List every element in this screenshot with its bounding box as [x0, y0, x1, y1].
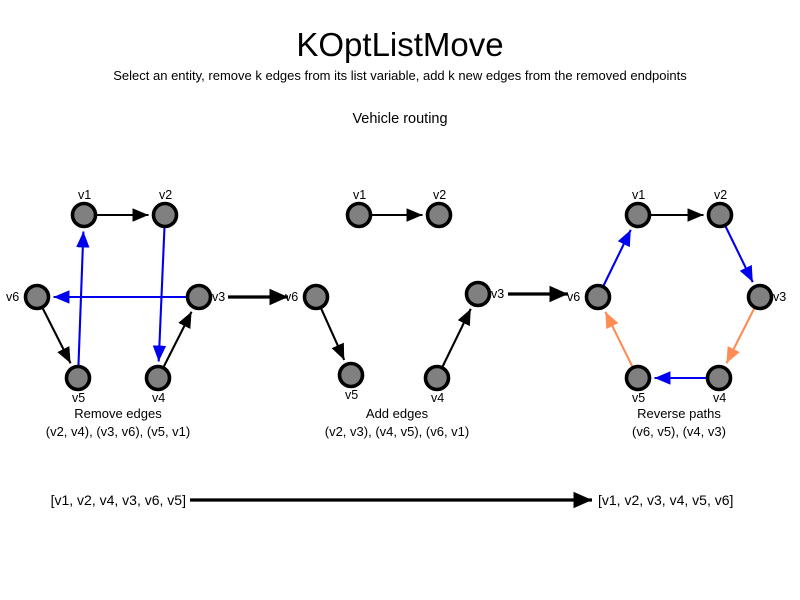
graph-node[interactable]	[464, 280, 492, 308]
edges-layer	[41, 208, 756, 385]
graph-node[interactable]	[423, 364, 451, 392]
graph-node[interactable]	[706, 201, 734, 229]
panel-arrows-layer	[228, 285, 568, 306]
captions-layer: Remove edges (v2, v4), (v3, v6), (v5, v1)…	[46, 406, 726, 439]
graph-node-label: v3	[491, 287, 504, 301]
graph-edge	[76, 231, 90, 366]
graph-node[interactable]	[185, 283, 213, 311]
graph-edge	[320, 307, 346, 361]
page-title: KOptListMove	[296, 26, 504, 63]
graph-node[interactable]	[345, 201, 373, 229]
graph-node-label: v3	[773, 290, 786, 304]
graph-node-label: v1	[632, 188, 645, 202]
graph-node[interactable]	[337, 361, 365, 389]
graph-node-label: v6	[285, 290, 298, 304]
graph-node[interactable]	[624, 201, 652, 229]
graph-node-label: v1	[78, 188, 91, 202]
graph-node-label: v6	[6, 290, 19, 304]
bottom-layer: [v1, v2, v4, v3, v6, v5] [v1, v2, v3, v4,…	[51, 491, 733, 509]
graph-edge	[152, 227, 167, 362]
panel-caption-edges: (v2, v4), (v3, v6), (v5, v1)	[46, 424, 190, 439]
graph-node-label: v2	[159, 188, 172, 202]
section-label: Vehicle routing	[352, 111, 448, 127]
panel-caption-title: Reverse paths	[637, 406, 721, 421]
before-list: [v1, v2, v4, v3, v6, v5]	[51, 492, 186, 508]
graph-node-label: v3	[212, 290, 225, 304]
graph-node[interactable]	[705, 364, 733, 392]
graph-edge	[441, 308, 472, 368]
graph-node[interactable]	[144, 364, 172, 392]
page-subtitle: Select an entity, remove k edges from it…	[113, 68, 687, 83]
graph-node-label: v2	[714, 188, 727, 202]
graph-node[interactable]	[151, 201, 179, 229]
graph-node[interactable]	[624, 364, 652, 392]
graph-edge	[724, 225, 754, 283]
graph-node-label: v1	[353, 188, 366, 202]
after-list: [v1, v2, v3, v4, v5, v6]	[598, 492, 733, 508]
graph-node[interactable]	[746, 283, 774, 311]
panel-caption-edges: (v2, v3), (v4, v5), (v6, v1)	[325, 424, 469, 439]
graph-node-label: v2	[433, 188, 446, 202]
graph-node[interactable]	[425, 201, 453, 229]
graph-edge	[725, 307, 756, 364]
graph-node-label: v4	[431, 391, 444, 405]
panel-caption-title: Add edges	[366, 406, 429, 421]
graph-edge	[602, 229, 632, 287]
graph-node-label: v5	[345, 388, 358, 402]
graph-edge	[41, 307, 72, 364]
graph-edge	[604, 311, 634, 368]
graph-node[interactable]	[23, 283, 51, 311]
graph-node[interactable]	[64, 364, 92, 392]
panel-caption-title: Remove edges	[74, 406, 162, 421]
graph-node[interactable]	[584, 283, 612, 311]
graph-node-label: v5	[72, 391, 85, 405]
graph-node-label: v5	[632, 391, 645, 405]
panel-caption-edges: (v6, v5), (v4, v3)	[632, 424, 726, 439]
graph-node[interactable]	[302, 283, 330, 311]
graph-node-label: v4	[152, 391, 165, 405]
graph-node[interactable]	[70, 201, 98, 229]
graph-edge	[162, 311, 193, 368]
graph-node-label: v6	[567, 290, 580, 304]
graph-node-label: v4	[713, 391, 726, 405]
nodes-layer: v1 v2 v3 v4 v5 v6 v1 v2 v3 v4 v5 v6 v1 v2 v3 v4 v5 v6	[6, 188, 786, 405]
